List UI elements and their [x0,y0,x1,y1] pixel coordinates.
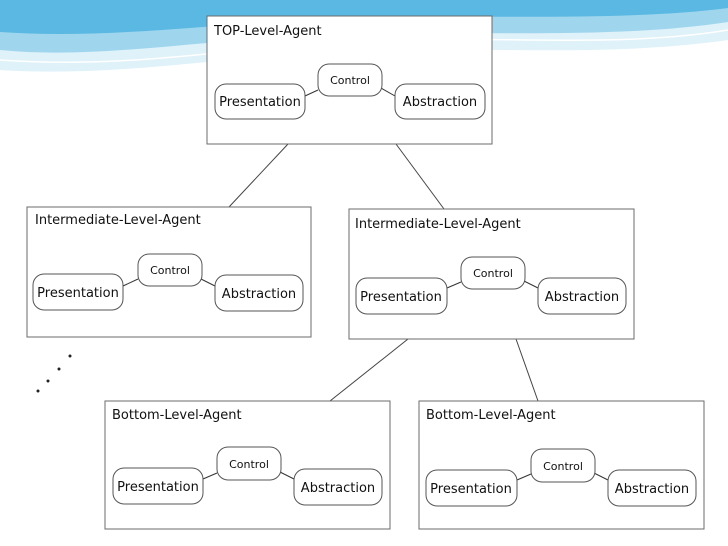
control-label: Control [150,264,190,277]
control-label: Control [543,460,583,473]
control-node [460,256,526,290]
presentation-node [355,277,448,315]
control-node [216,446,282,481]
presentation-node [425,469,518,507]
abstraction-node [394,83,486,120]
presentation-node [214,83,306,120]
control-node [530,448,596,483]
link-presentation-control [516,473,532,481]
agent-box-top: TOP-Level-Agent Control Presentation Abs… [206,15,493,145]
presentation-label: Presentation [117,480,199,495]
presentation-label: Presentation [219,95,301,110]
more-agents-ellipsis [36,354,72,393]
agent-title: Intermediate-Level-Agent [355,217,521,232]
connection-top-to-mid-right [395,143,445,210]
abstraction-node [214,274,304,312]
link-control-abstraction [593,472,609,481]
connection-mid-right-to-bot-right [515,338,539,402]
agent-box-bot-right: Bottom-Level-Agent Control Presentation … [418,400,705,530]
control-label: Control [330,74,370,87]
link-presentation-control [304,89,319,97]
control-label: Control [473,267,513,280]
connection-top-to-mid-left [228,143,289,208]
abstraction-node [607,469,697,507]
ellipsis-dot [57,367,61,371]
abstraction-label: Abstraction [403,95,477,110]
agent-frame [206,15,493,145]
link-presentation-control [202,472,218,480]
ellipsis-dot [36,389,40,393]
link-presentation-control [446,281,462,289]
abstraction-label: Abstraction [301,481,375,496]
agent-box-mid-left: Intermediate-Level-Agent Control Present… [26,206,312,338]
agent-box-bot-left: Bottom-Level-Agent Control Presentation … [104,400,391,530]
presentation-node [112,467,204,505]
agent-title: Bottom-Level-Agent [112,408,242,423]
presentation-label: Presentation [37,286,119,301]
link-presentation-control [122,278,139,287]
abstraction-node [293,468,383,506]
ellipsis-dot [46,379,50,383]
presentation-label: Presentation [430,482,512,497]
connections [228,143,539,402]
link-control-abstraction [380,87,396,97]
presentation-label: Presentation [360,290,442,305]
connection-mid-right-to-bot-left [329,338,409,402]
agent-title: TOP-Level-Agent [213,24,322,39]
presentation-node [32,273,124,311]
link-control-abstraction [200,278,216,287]
ellipsis-dot [68,354,72,358]
abstraction-node [537,277,627,315]
control-node [137,253,203,287]
abstraction-label: Abstraction [545,290,619,305]
link-control-abstraction [279,471,295,480]
agent-title: Intermediate-Level-Agent [35,213,201,228]
abstraction-label: Abstraction [615,482,689,497]
control-node [317,63,383,97]
agent-box-mid-right: Intermediate-Level-Agent Control Present… [348,208,635,340]
agent-title: Bottom-Level-Agent [426,408,556,423]
control-label: Control [229,458,269,471]
link-control-abstraction [523,280,539,289]
abstraction-label: Abstraction [222,287,296,302]
